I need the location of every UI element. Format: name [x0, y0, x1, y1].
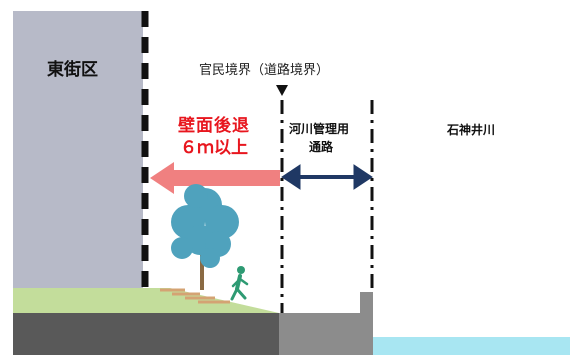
ground — [13, 313, 279, 355]
path-label-line2: 通路 — [309, 140, 334, 154]
boundary-label: 官民境界（道路境界） — [199, 63, 330, 78]
path-embankment — [279, 313, 373, 355]
setback-label-line1: 壁面後退 — [178, 116, 250, 136]
boundary-marker-icon — [276, 85, 288, 96]
river-label: 石神井川 — [447, 123, 496, 137]
steps — [160, 288, 230, 304]
tree-icon — [171, 184, 239, 290]
pedestrian-icon — [230, 266, 249, 301]
district-label: 東街区 — [47, 60, 98, 80]
setback-label-line2: ６ｍ以上 — [180, 138, 248, 158]
grass-area — [13, 288, 279, 313]
river-water — [373, 337, 570, 355]
path-label-line1: 河川管理用 — [289, 122, 350, 136]
path-width-arrow — [281, 164, 373, 190]
parapet — [360, 292, 373, 314]
building-block — [13, 11, 143, 293]
setback-arrow — [150, 162, 280, 194]
